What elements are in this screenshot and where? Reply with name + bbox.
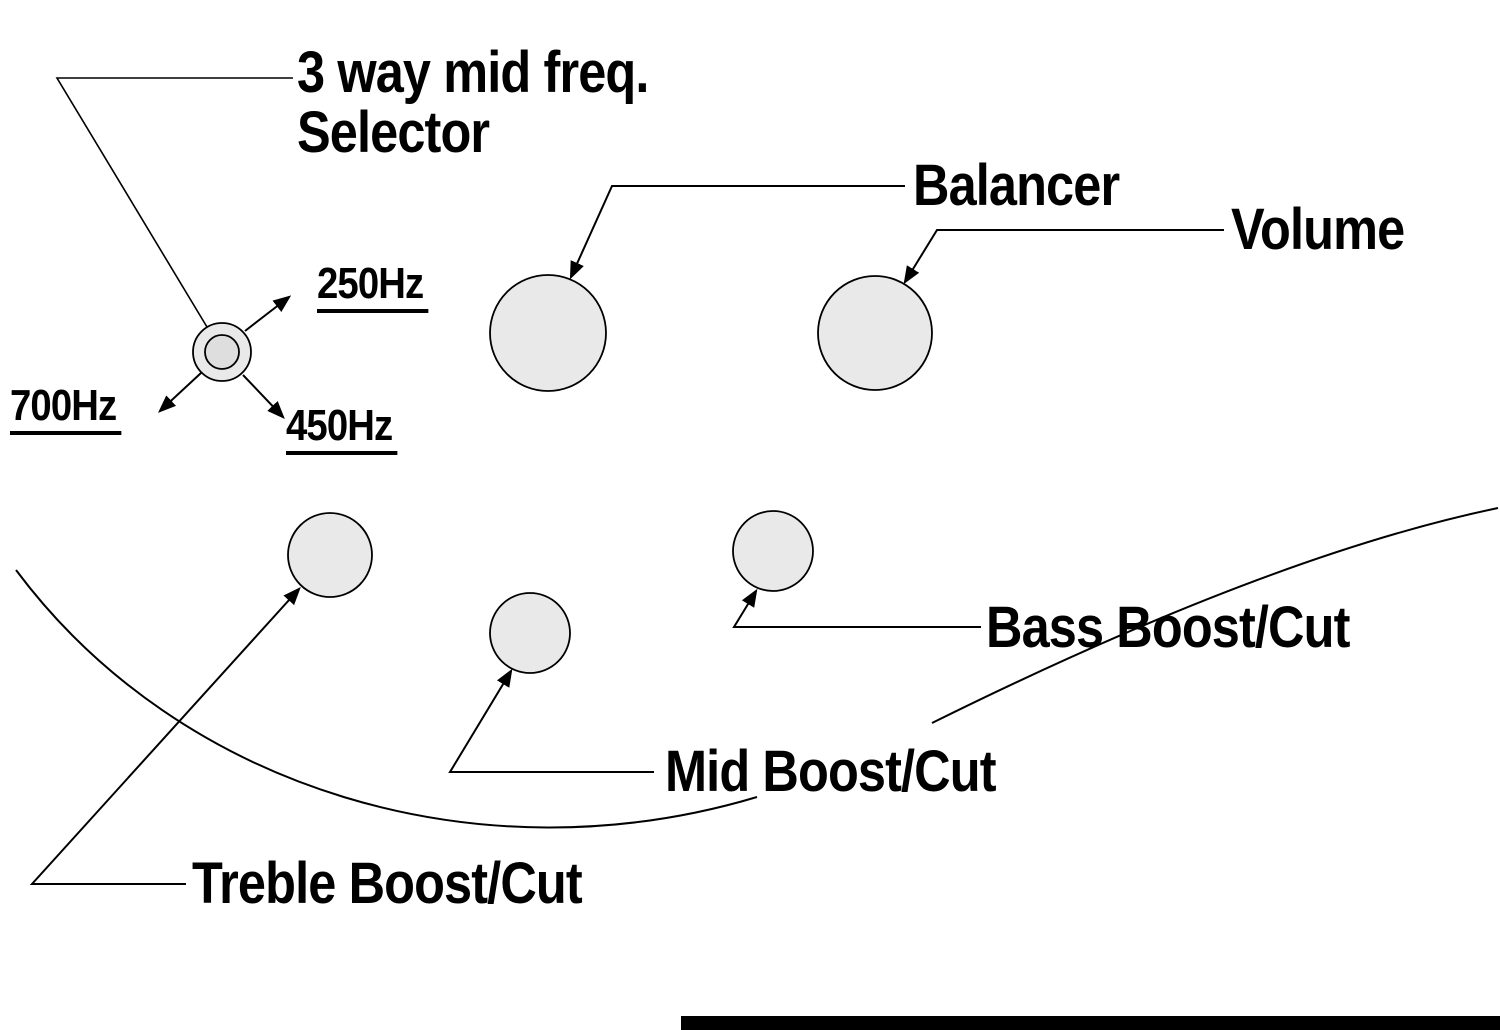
freq-700-label: 700Hz bbox=[10, 384, 122, 435]
freq-700-arrow bbox=[158, 372, 202, 413]
bass-boost-cut-knob bbox=[732, 510, 814, 592]
volume-knob bbox=[817, 275, 933, 391]
freq-250-arrow bbox=[244, 295, 292, 332]
selector-label-line2: Selector bbox=[297, 100, 490, 165]
freq-250-label: 250Hz bbox=[317, 262, 429, 313]
volume-label: Volume bbox=[1231, 197, 1405, 262]
treble-boost-cut-knob bbox=[287, 512, 373, 598]
body-outline-curve-left bbox=[15, 569, 758, 829]
freq-450-arrow bbox=[242, 374, 285, 419]
balancer-leader-line bbox=[569, 185, 905, 280]
mid-boost-cut-label: Mid Boost/Cut bbox=[665, 739, 996, 804]
treble-boost-cut-label: Treble Boost/Cut bbox=[192, 851, 583, 916]
mid-leader-line bbox=[448, 668, 654, 773]
bass-leader-line bbox=[732, 588, 981, 628]
balancer-label: Balancer bbox=[913, 153, 1120, 218]
mid-freq-selector-knob-inner bbox=[204, 334, 240, 370]
volume-leader-line bbox=[903, 229, 1224, 285]
selector-label-line1: 3 way mid freq. bbox=[297, 40, 649, 105]
selector-leader-line bbox=[55, 77, 293, 328]
treble-leader-line bbox=[29, 586, 301, 885]
bottom-black-bar bbox=[681, 1016, 1500, 1030]
body-outline-curve-right bbox=[931, 507, 1499, 724]
balancer-knob bbox=[489, 274, 607, 392]
freq-450-label: 450Hz bbox=[286, 404, 398, 455]
bass-boost-cut-label: Bass Boost/Cut bbox=[986, 595, 1350, 660]
mid-boost-cut-knob bbox=[489, 592, 571, 674]
